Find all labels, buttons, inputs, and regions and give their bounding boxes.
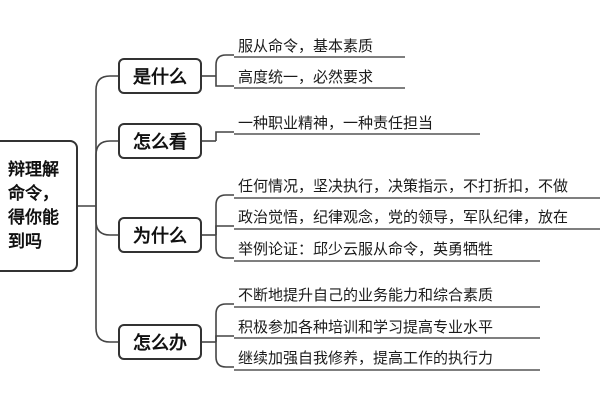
leaf-item: 服从命令，基本素质 xyxy=(238,37,374,55)
branch-how-to-view: 怎么看 xyxy=(118,123,202,159)
branch-why: 为什么 xyxy=(118,217,202,253)
leaf-connector xyxy=(215,225,234,235)
leaf-item: 不断地提升自己的业务能力和综合素质 xyxy=(238,286,494,304)
leaf-connector xyxy=(215,76,234,87)
root-node: 辩理解 命令， 得你能 到吗 xyxy=(0,140,78,272)
root-line: 辩理解 xyxy=(8,160,59,180)
branch-label: 是什么 xyxy=(133,67,187,88)
leaf-item: 政治觉悟，纪律观念，党的领导，军队纪律，放在 xyxy=(238,208,569,226)
leaf-connector xyxy=(215,335,234,342)
leaf-connector xyxy=(215,303,234,342)
leaf-connector xyxy=(215,342,234,368)
leaf-item: 举例论证：邱少云服从命令，英勇牺牲 xyxy=(238,240,494,258)
leaf-connector xyxy=(215,235,234,259)
root-line: 得你能 xyxy=(8,208,59,228)
branch-connector xyxy=(95,140,118,206)
leaf-connector xyxy=(215,54,234,76)
leaf-item: 继续加强自我修养，提高工作的执行力 xyxy=(238,349,494,367)
leaf-item: 高度统一，必然要求 xyxy=(238,68,374,86)
branch-what-to-do: 怎么办 xyxy=(118,324,202,360)
leaf-connector xyxy=(215,131,234,141)
root-node-text: 辩理解 命令， 得你能 到吗 xyxy=(8,158,66,254)
leaf-item: 任何情况，坚决执行，决策指示，不打折扣，不做 xyxy=(238,177,569,195)
root-line: 到吗 xyxy=(8,232,42,252)
branch-label: 怎么办 xyxy=(133,333,187,354)
branch-connector xyxy=(95,206,118,343)
leaf-item: 一种职业精神，一种责任担当 xyxy=(238,114,434,132)
leaf-item: 积极参加各种培训和学习提高专业水平 xyxy=(238,318,494,336)
branch-label: 为什么 xyxy=(133,226,187,247)
branch-connector xyxy=(95,75,118,206)
branch-connector xyxy=(95,206,118,236)
root-line: 命令， xyxy=(8,184,59,204)
branch-what: 是什么 xyxy=(118,58,202,94)
leaf-connector xyxy=(215,194,234,235)
branch-label: 怎么看 xyxy=(133,132,187,153)
